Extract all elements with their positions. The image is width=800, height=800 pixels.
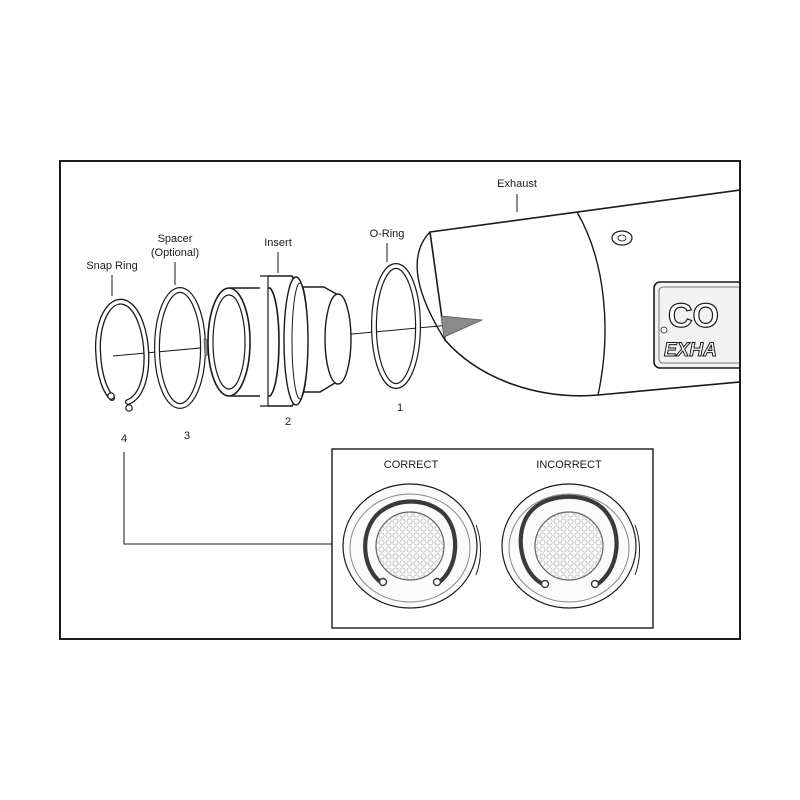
- label-snap-ring: Snap Ring: [86, 260, 137, 272]
- number-snap-ring: 4: [121, 433, 127, 445]
- insert-part: [207, 275, 352, 407]
- number-insert: 2: [285, 416, 291, 428]
- correct-installation-view: [342, 483, 481, 609]
- label-spacer-optional: (Optional): [151, 247, 199, 259]
- brand-logo-bottom: EXHA: [664, 340, 717, 361]
- spacer-part: [154, 287, 206, 409]
- exhaust-muffler: CO EXHA: [416, 189, 739, 397]
- snap-ring-part: [94, 298, 150, 412]
- number-spacer: 3: [184, 430, 190, 442]
- inset-correct-heading: CORRECT: [384, 459, 439, 471]
- o-ring-part: [371, 263, 421, 389]
- label-insert: Insert: [264, 237, 292, 249]
- number-o-ring: 1: [397, 402, 403, 414]
- label-exhaust: Exhaust: [497, 178, 537, 190]
- arrow-exhaust-icon: [440, 315, 484, 338]
- incorrect-installation-view: [501, 483, 640, 609]
- label-o-ring: O-Ring: [370, 228, 405, 240]
- inset-connector-line: [123, 452, 332, 545]
- brand-logo-top: CO: [668, 297, 719, 335]
- inset-incorrect-heading: INCORRECT: [536, 459, 602, 471]
- brand-plate: [653, 281, 739, 369]
- label-spacer: Spacer: [158, 233, 193, 245]
